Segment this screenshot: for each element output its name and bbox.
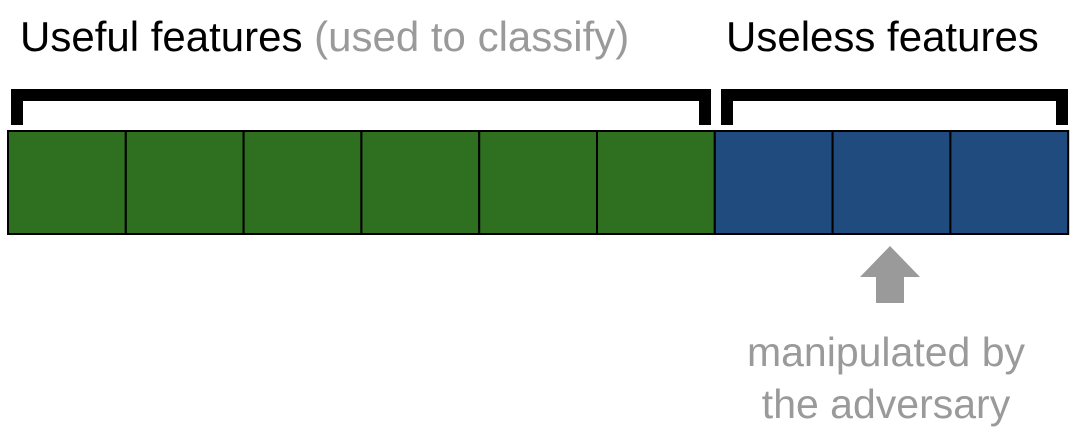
useful-feature-cell-2 <box>124 130 245 235</box>
useless-features-bracket <box>721 89 1068 125</box>
useless-features-label: Useless features <box>726 13 1039 60</box>
up-arrow-icon <box>860 246 920 303</box>
useful-features-bracket <box>11 89 711 125</box>
useless-feature-cell-1 <box>713 130 834 235</box>
useful-feature-cell-6 <box>596 130 716 235</box>
useful-features-subtitle: (used to classify) <box>314 13 630 60</box>
useful-feature-cell-1 <box>7 130 127 235</box>
feature-cells <box>7 130 1070 235</box>
annotation-line-1: manipulated by <box>746 329 1026 375</box>
annotation-line-2: the adversary <box>761 381 1011 427</box>
useful-feature-cell-4 <box>360 130 481 235</box>
useless-feature-cell-3 <box>949 130 1070 235</box>
adversary-annotation: manipulated by the adversary <box>700 326 1072 430</box>
useful-feature-cell-5 <box>478 130 599 235</box>
useful-features-title: Useful features <box>20 13 303 60</box>
brackets <box>11 89 1068 125</box>
useful-feature-cell-3 <box>242 130 363 235</box>
useless-feature-cell-2 <box>831 130 952 235</box>
useful-features-label: Useful features (used to classify) <box>20 16 629 58</box>
